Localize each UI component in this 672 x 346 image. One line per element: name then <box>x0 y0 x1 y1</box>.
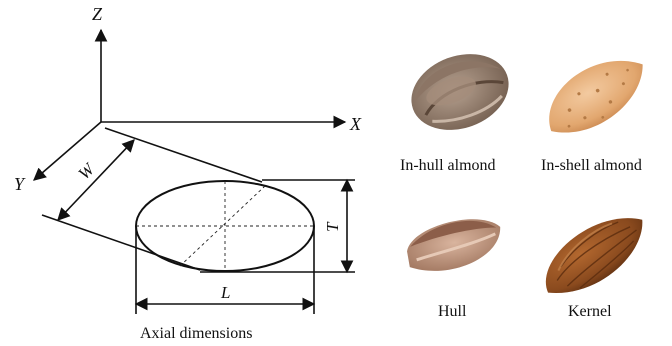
y-axis-label: Y <box>14 174 26 194</box>
thickness-label: T <box>323 221 342 232</box>
hull-label: Hull <box>438 303 467 320</box>
width-dimension-arrow <box>57 139 135 221</box>
coordinate-axes: Z X Y <box>14 4 362 194</box>
z-axis-label: Z <box>92 4 103 24</box>
almond-ellipse-diagram: W T L Axial dimensions <box>41 127 355 342</box>
width-projection-bottom <box>41 214 201 271</box>
in-shell-almond-photo <box>549 60 643 133</box>
hull-photo <box>407 219 501 271</box>
width-projection-top <box>104 127 263 183</box>
in-shell-almond-label: In-shell almond <box>541 157 642 174</box>
length-label: L <box>220 283 230 302</box>
kernel-photo <box>545 218 643 293</box>
in-hull-almond-label: In-hull almond <box>400 157 496 174</box>
ellipse-depth-axis <box>179 185 266 267</box>
diagram-caption: Axial dimensions <box>140 325 252 342</box>
kernel-label: Kernel <box>568 303 612 320</box>
in-hull-almond-photo <box>411 54 509 130</box>
x-axis-label: X <box>349 114 362 134</box>
